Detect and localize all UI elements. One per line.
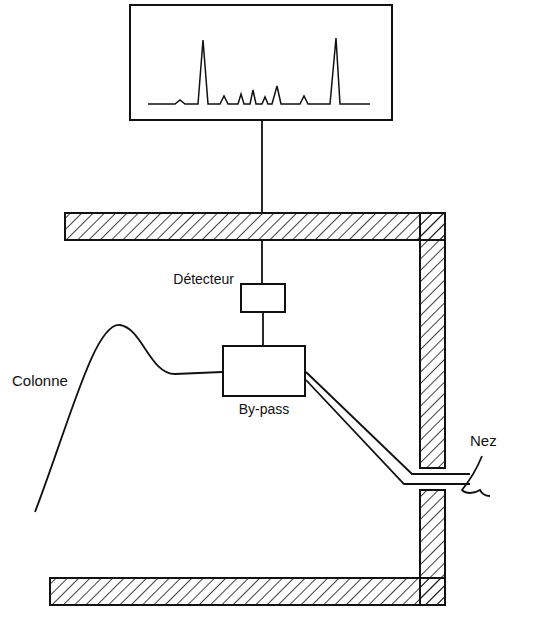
sniff-line (306, 380, 470, 484)
signal-wire (261, 120, 263, 213)
connector-line (262, 313, 264, 345)
component-box: By-pass (222, 345, 306, 397)
recorder-screen (130, 5, 392, 120)
part-label: Colonne (12, 372, 68, 390)
chromatogram-trace (148, 38, 370, 104)
gc-column (35, 325, 222, 512)
component-box: Détecteur (240, 283, 286, 313)
component-label: By-pass (239, 401, 290, 418)
housing-wall (65, 213, 445, 240)
component-label: Détecteur (173, 271, 234, 288)
housing-wall (420, 213, 445, 468)
housing-wall (50, 578, 445, 605)
sniff-line (306, 372, 470, 474)
signal-wire (261, 240, 263, 283)
part-label: Nez (470, 432, 497, 450)
nose-profile (462, 456, 490, 496)
